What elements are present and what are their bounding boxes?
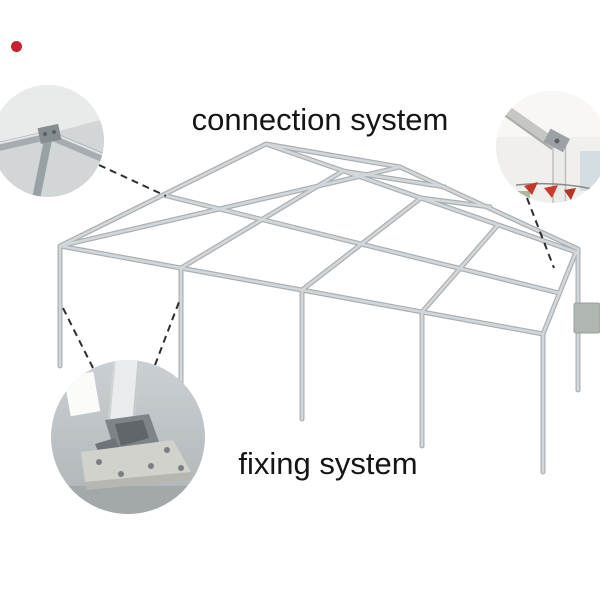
beam-connector bbox=[37, 123, 62, 144]
corner-connection-graphic bbox=[496, 91, 600, 203]
connection-system-label: connection system bbox=[191, 102, 449, 137]
inset-corner-connection-photo bbox=[496, 91, 600, 203]
inset-ridge-connection-photo bbox=[0, 85, 104, 197]
leader-line-fixing-left bbox=[61, 305, 94, 369]
leader-line-connection-right bbox=[526, 197, 555, 269]
leader-line-connection-left bbox=[98, 164, 167, 197]
tent-leg-graphic bbox=[108, 360, 140, 424]
leader-line-fixing-right bbox=[154, 301, 180, 366]
base-fixing-graphic bbox=[51, 360, 205, 514]
flag-graphic bbox=[564, 188, 576, 200]
inset-base-fixing-photo bbox=[51, 360, 205, 514]
label-card bbox=[63, 371, 101, 417]
leader-lines bbox=[61, 164, 555, 369]
flag-graphic bbox=[544, 185, 558, 198]
flag-graphic bbox=[524, 182, 538, 195]
fixing-system-label: fixing system bbox=[238, 446, 418, 481]
red-dot-icon bbox=[11, 41, 22, 52]
attachment-box bbox=[573, 302, 600, 334]
base-plate bbox=[81, 440, 191, 482]
ridge-connection-graphic bbox=[0, 85, 104, 197]
